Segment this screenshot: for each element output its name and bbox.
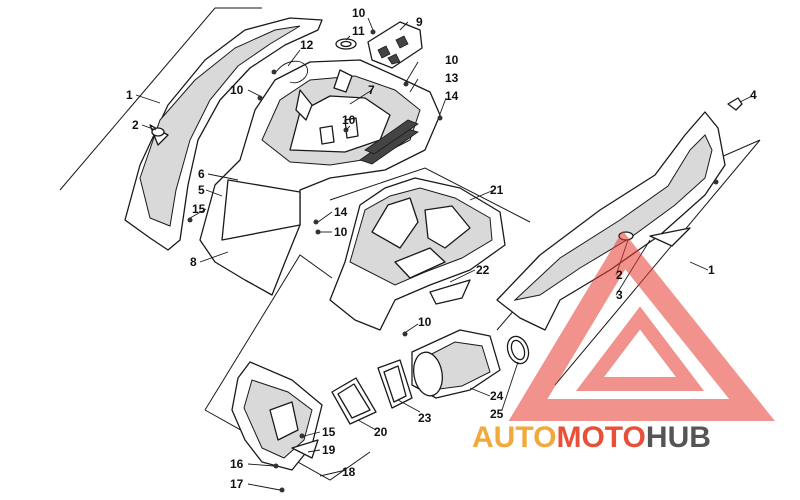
lower-fascia xyxy=(231,361,323,471)
callout-18: 18 xyxy=(342,465,356,479)
watermark-hub: HUB xyxy=(646,421,711,454)
vent-block xyxy=(367,21,423,69)
front-nose-shell xyxy=(199,59,441,296)
air-duct-24 xyxy=(411,329,501,399)
callout-9: 9 xyxy=(416,15,423,29)
pin-4 xyxy=(727,97,743,111)
callout-10-lower: 10 xyxy=(334,225,348,239)
leader-lines xyxy=(135,17,753,491)
callout-10-center: 10 xyxy=(342,113,356,127)
gasket-23 xyxy=(377,359,413,409)
callout-14-upper: 14 xyxy=(445,89,459,103)
callout-17: 17 xyxy=(230,477,244,491)
callout-8: 8 xyxy=(190,255,197,269)
grommet-11 xyxy=(335,38,357,50)
callout-5: 5 xyxy=(198,183,205,197)
callout-22: 22 xyxy=(476,263,490,277)
wire-clip-12 xyxy=(271,60,308,84)
callout-10-top: 10 xyxy=(352,6,366,20)
right-side-panel xyxy=(496,111,726,331)
callout-14-lower: 14 xyxy=(334,205,348,219)
fasteners xyxy=(187,29,719,493)
callout-2-right: 2 xyxy=(616,268,623,282)
callout-labels: 1 2 6 5 15 8 10 12 10 11 9 10 13 14 7 10… xyxy=(126,6,757,491)
callout-12: 12 xyxy=(300,38,314,52)
callout-10-tray: 10 xyxy=(418,315,432,329)
callout-4: 4 xyxy=(750,88,757,102)
callout-10-right: 10 xyxy=(445,53,459,67)
callout-23: 23 xyxy=(418,411,432,425)
watermark-inner-triangle-icon xyxy=(575,306,705,391)
callout-2-left: 2 xyxy=(132,118,139,132)
callout-3: 3 xyxy=(616,288,623,302)
watermark-logo: AUTOMOTOHUB xyxy=(472,230,775,454)
callout-15-lower: 15 xyxy=(322,425,336,439)
watermark-moto: MOTO xyxy=(556,421,645,454)
hose-clamp-25 xyxy=(506,335,530,365)
callout-1-left: 1 xyxy=(126,88,133,102)
callout-10-nose-left: 10 xyxy=(230,83,244,97)
watermark-auto: AUTO xyxy=(472,421,556,454)
callout-25: 25 xyxy=(490,407,504,421)
left-side-panel xyxy=(124,17,323,251)
callout-6: 6 xyxy=(198,167,205,181)
svg-text:AUTOMOTOHUB: AUTOMOTOHUB xyxy=(472,421,711,454)
callout-7: 7 xyxy=(368,83,375,97)
seal-20 xyxy=(331,377,377,425)
watermark-triangle-icon xyxy=(508,230,775,421)
callout-24: 24 xyxy=(490,389,504,403)
callout-11: 11 xyxy=(352,24,365,38)
callout-13: 13 xyxy=(445,71,459,85)
callout-20: 20 xyxy=(374,425,388,439)
callout-1-right: 1 xyxy=(708,263,715,277)
callout-21: 21 xyxy=(490,183,504,197)
belly-tray xyxy=(329,177,506,331)
callout-16: 16 xyxy=(230,457,244,471)
callout-15-upper: 15 xyxy=(192,202,206,216)
callout-19: 19 xyxy=(322,443,336,457)
